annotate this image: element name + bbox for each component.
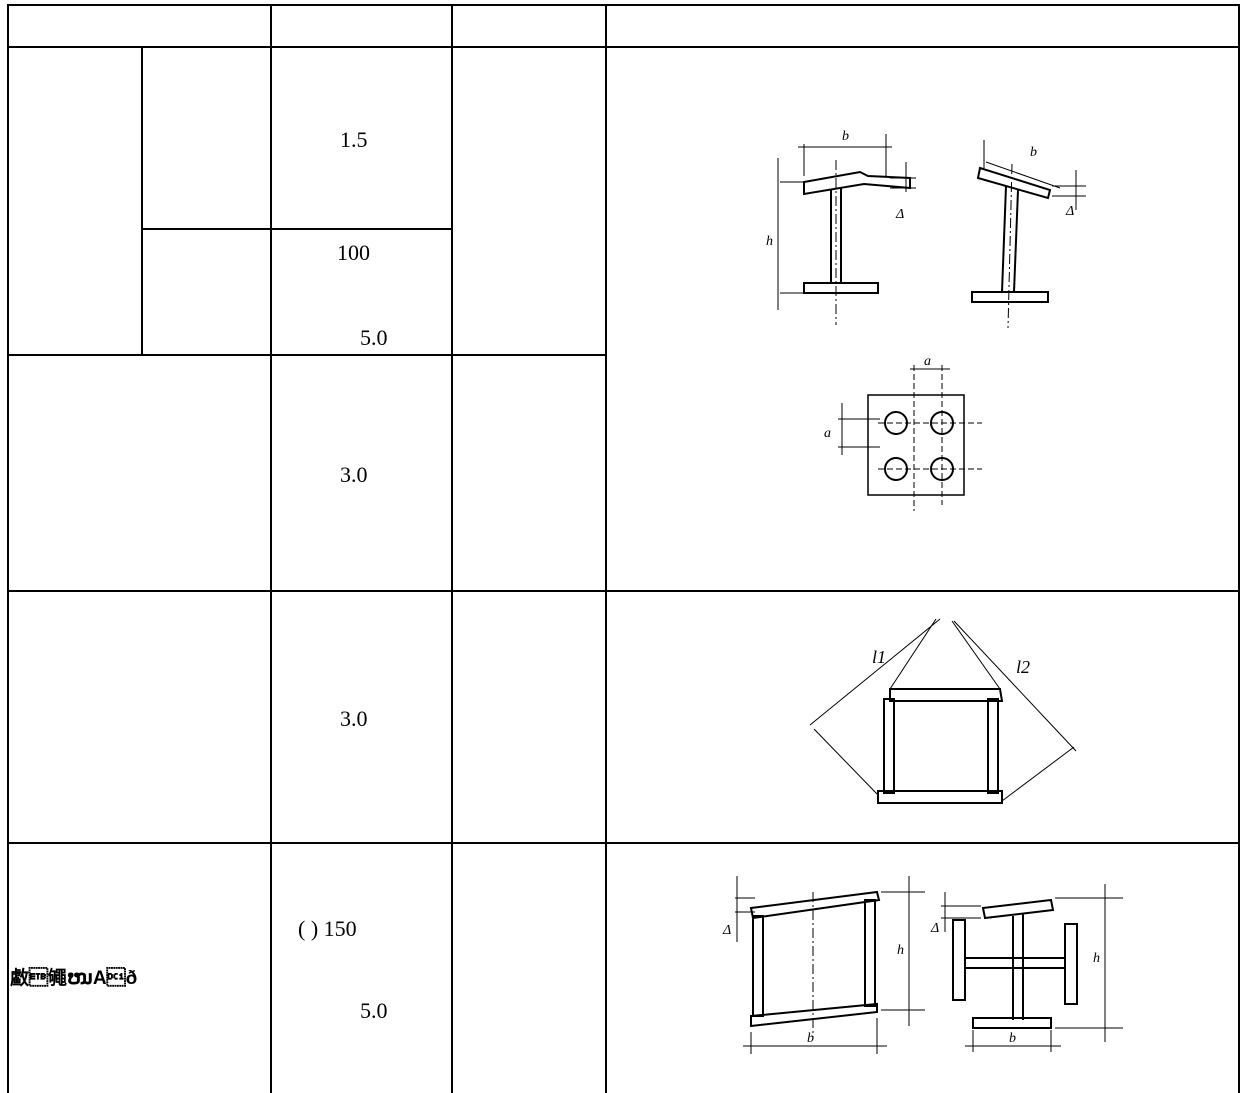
hsec-b-label: b: [1009, 1031, 1016, 1046]
row2-divider: [7, 354, 607, 356]
value-row2-a: 100: [337, 240, 370, 265]
table-border-left: [7, 4, 9, 1093]
frame-diagonal-figure: l1 l2: [809, 618, 1077, 804]
ibeam-b2-label: b: [1030, 145, 1037, 160]
hsec-h-label: h: [1093, 951, 1100, 966]
section-tolerance-figure: Δ h b Δ h b: [722, 876, 1123, 1054]
ibeam-delta2-label: Δ: [1065, 204, 1074, 219]
ibeam-figure: b h Δ b Δ: [766, 129, 1086, 329]
hsec-delta-label: Δ: [930, 921, 939, 936]
value-row2-b: 5.0: [360, 325, 388, 350]
value-row4: 3.0: [340, 706, 368, 731]
row4-divider: [7, 842, 1240, 844]
value-row3: 3.0: [340, 462, 368, 487]
box-delta-label: Δ: [722, 923, 731, 938]
col-divider-sub: [141, 46, 143, 356]
holes-a-label: a: [924, 354, 931, 369]
row5-label: 䲣䵶ໜAð: [10, 968, 138, 989]
col-divider-1: [270, 4, 272, 1093]
value-row1: 1.5: [340, 127, 368, 152]
ibeam-b-label: b: [842, 129, 849, 144]
box-b-label: b: [807, 1031, 814, 1046]
col-divider-3: [605, 4, 607, 1093]
frame-l1-label: l1: [872, 647, 886, 667]
col-divider-2: [451, 4, 453, 1093]
table-border-top: [7, 4, 1240, 6]
ibeam-delta-label: Δ: [895, 207, 904, 222]
row1-subdivider: [141, 228, 452, 230]
ibeam-h-label: h: [766, 234, 773, 249]
header-row-divider: [7, 46, 1240, 48]
frame-l2-label: l2: [1016, 657, 1030, 677]
box-h-label: h: [897, 943, 904, 958]
table-border-right: [1238, 4, 1240, 1093]
holes-a2-label: a: [824, 426, 831, 441]
value-row5-a: ( ) 150: [298, 916, 357, 941]
row3-divider: [7, 590, 1240, 592]
value-row5-b: 5.0: [360, 998, 388, 1023]
bolt-hole-figure: a a: [824, 354, 982, 511]
